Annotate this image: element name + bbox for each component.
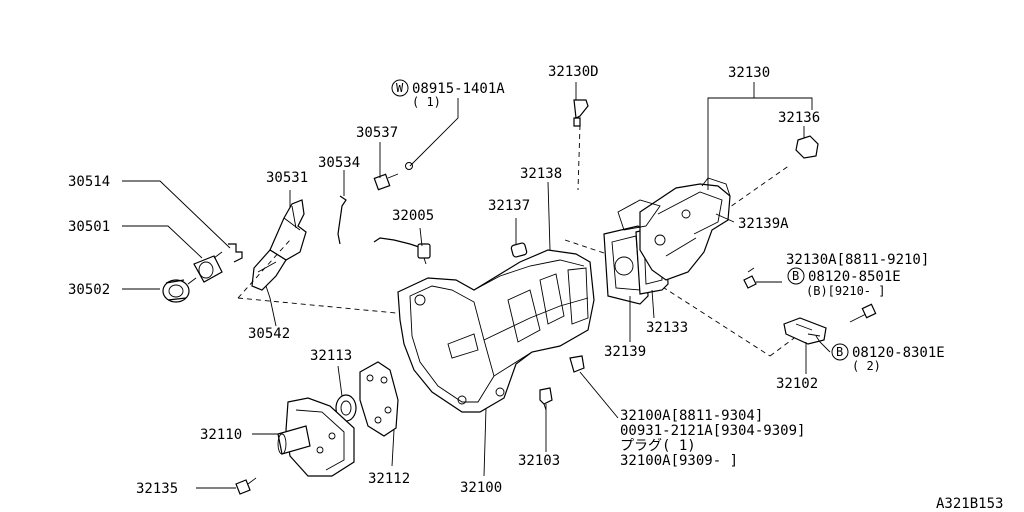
label-32139A: 32139A — [738, 216, 789, 232]
bolt-badge-letter-2: B — [836, 345, 843, 359]
label-32103: 32103 — [518, 453, 560, 469]
label-32136: 32136 — [778, 110, 820, 126]
bracket-32102 — [783, 303, 877, 345]
washer-callout: W 08915-1401A ( 1) — [391, 79, 505, 109]
label-30542: 30542 — [248, 326, 290, 342]
label-32139: 32139 — [604, 344, 646, 360]
label-30501: 30501 — [68, 219, 110, 235]
label-plug-line2: 00931-2121A[9304-9309] — [620, 423, 805, 439]
label-32138: 32138 — [520, 166, 562, 182]
label-32137: 32137 — [488, 198, 530, 214]
label-30537: 30537 — [356, 125, 398, 141]
drain-plug-32100A — [569, 355, 585, 373]
label-plug-line4: 32100A[9309- ] — [620, 453, 738, 469]
label-32130: 32130 — [728, 65, 770, 81]
label-plug-line1: 32100A[8811-9304] — [620, 408, 763, 424]
bolt-32130A — [743, 267, 757, 289]
plug-info-block: 32100A[8811-9304] 00931-2121A[9304-9309]… — [620, 408, 805, 469]
transmission-case-32100 — [397, 249, 595, 413]
rear-extension-32130 — [617, 177, 731, 281]
label-32130A-ref: 32130A[8811-9210] — [786, 252, 929, 268]
label-32113: 32113 — [310, 348, 352, 364]
diagram-id: A321B153 — [936, 496, 1003, 512]
bolt-badge-letter-1: B — [792, 269, 799, 283]
label-32102: 32102 — [776, 376, 818, 392]
label-32005: 32005 — [392, 208, 434, 224]
label-plug-line3: プラグ( 1) — [620, 438, 696, 454]
withdrawal-lever-30531 — [251, 199, 307, 291]
front-cover-32110 — [277, 397, 355, 477]
label-32133: 32133 — [646, 320, 688, 336]
label-08120-8501E: 08120-8501E — [808, 269, 901, 285]
breather-32130D — [573, 99, 589, 127]
bolt-badge-icon — [787, 267, 805, 285]
label-30534: 30534 — [318, 155, 360, 171]
cap-32136 — [795, 135, 819, 159]
label-08120-8301E: 08120-8301E — [852, 345, 945, 361]
bolt-badge-icon-2 — [831, 343, 849, 361]
label-32130D: 32130D — [548, 64, 599, 80]
retaining-spring-30514 — [228, 243, 243, 263]
label-30502: 30502 — [68, 282, 110, 298]
bolt-callout-1: 32130A[8811-9210] B 08120-8501E (B)[9210… — [786, 252, 929, 298]
release-bearing-30502 — [162, 279, 190, 303]
label-32112: 32112 — [368, 471, 410, 487]
label-32100: 32100 — [460, 480, 502, 496]
washer-badge-icon — [391, 79, 409, 97]
label-washer-qty: ( 1) — [412, 95, 441, 109]
bolt-callout-2: B 08120-8301E ( 2) — [831, 343, 945, 373]
bolt-32135 — [235, 477, 257, 495]
bushing-32137 — [510, 242, 528, 258]
pivot-30537 — [373, 162, 413, 191]
washer-badge-letter: W — [396, 81, 404, 95]
label-32135: 32135 — [136, 481, 178, 497]
label-30531: 30531 — [266, 170, 308, 186]
leader-lines — [122, 82, 831, 489]
label-bolt2-qty: ( 2) — [852, 359, 881, 373]
gasket-32112 — [359, 361, 399, 437]
speed-sensor-32005 — [373, 237, 431, 265]
label-08915-1401A: 08915-1401A — [412, 81, 505, 97]
label-32110: 32110 — [200, 427, 242, 443]
pivot-spring-30534 — [337, 195, 347, 245]
label-bolt1-note: (B)[9210- ] — [806, 284, 885, 298]
label-30514: 30514 — [68, 174, 110, 190]
bearing-sleeve-30501 — [187, 251, 223, 285]
